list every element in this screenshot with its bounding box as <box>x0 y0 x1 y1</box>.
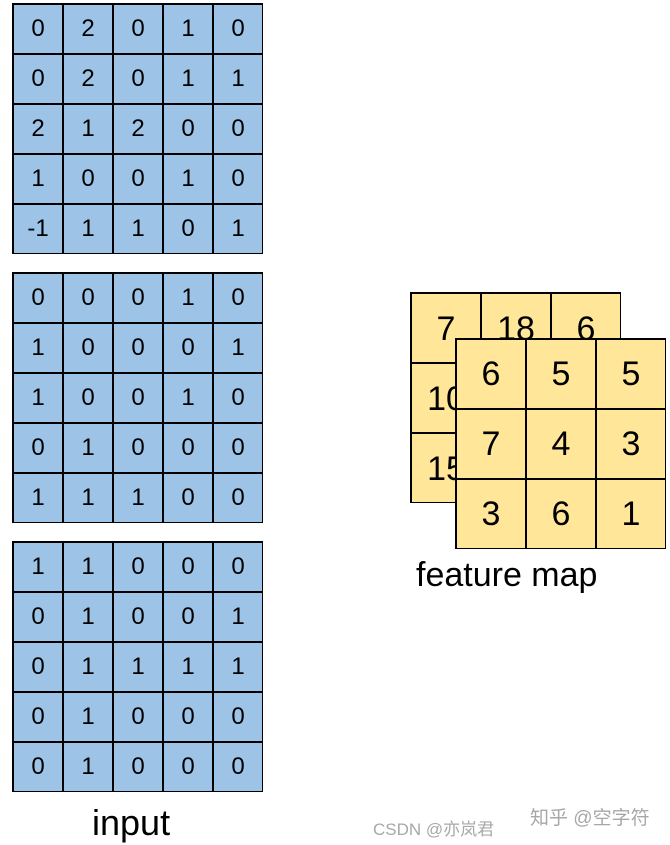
input-cell: 1 <box>163 154 213 204</box>
input-cell: 0 <box>13 273 63 323</box>
input-cell: 0 <box>63 273 113 323</box>
input-cell: 0 <box>113 423 163 473</box>
input-cell: 1 <box>63 642 113 692</box>
input-cell: 0 <box>213 742 263 792</box>
input-cell: 1 <box>163 54 213 104</box>
input-cell: 0 <box>13 423 63 473</box>
input-cell: 0 <box>113 692 163 742</box>
feature-map-label: feature map <box>416 556 598 594</box>
input-cell: 0 <box>163 542 213 592</box>
csdn-watermark: CSDN @亦岚君 <box>373 820 495 839</box>
input-cell: 0 <box>13 54 63 104</box>
input-cell: 1 <box>163 642 213 692</box>
input-label: input <box>92 802 171 843</box>
input-cell: 1 <box>213 323 263 373</box>
feature-map-cell: 6 <box>456 339 526 409</box>
input-cell: 0 <box>63 373 113 423</box>
input-cell: 0 <box>163 742 213 792</box>
input-cell: 0 <box>213 273 263 323</box>
feature-map-cell: 7 <box>456 409 526 479</box>
input-cell: 1 <box>13 473 63 523</box>
input-cell: 0 <box>13 742 63 792</box>
input-cell: -1 <box>13 204 63 254</box>
input-cell: 0 <box>213 4 263 54</box>
input-cell: 0 <box>163 104 213 154</box>
input-cell: 0 <box>213 154 263 204</box>
input-cell: 0 <box>163 323 213 373</box>
input-cell: 2 <box>63 54 113 104</box>
input-cell: 1 <box>163 4 213 54</box>
input-cell: 2 <box>63 4 113 54</box>
input-cell: 0 <box>13 642 63 692</box>
input-cell: 1 <box>63 204 113 254</box>
input-cell: 0 <box>113 273 163 323</box>
input-cell: 0 <box>113 542 163 592</box>
input-cell: 0 <box>163 692 213 742</box>
feature-map-cell: 3 <box>456 479 526 549</box>
input-cell: 0 <box>113 154 163 204</box>
input-cell: 0 <box>113 373 163 423</box>
input-cell: 1 <box>213 54 263 104</box>
input-cell: 1 <box>63 592 113 642</box>
input-cell: 0 <box>213 104 263 154</box>
input-cell: 0 <box>213 542 263 592</box>
input-cell: 0 <box>113 4 163 54</box>
input-cell: 0 <box>13 592 63 642</box>
input-cell: 2 <box>13 104 63 154</box>
input-cell: 0 <box>113 592 163 642</box>
input-cell: 0 <box>63 323 113 373</box>
input-cell: 1 <box>63 692 113 742</box>
feature-map-cell: 4 <box>526 409 596 479</box>
input-cell: 0 <box>213 423 263 473</box>
input-cell: 0 <box>213 473 263 523</box>
input-cell: 0 <box>113 323 163 373</box>
feature-map-cell: 3 <box>596 409 666 479</box>
input-cell: 0 <box>163 423 213 473</box>
input-cell: 0 <box>163 473 213 523</box>
input-cell: 0 <box>13 692 63 742</box>
input-cell: 1 <box>213 204 263 254</box>
feature-map-cell: 5 <box>596 339 666 409</box>
input-cell: 1 <box>63 742 113 792</box>
input-cell: 0 <box>213 692 263 742</box>
input-cell: 0 <box>113 54 163 104</box>
input-cell: 0 <box>13 4 63 54</box>
input-cell: 1 <box>113 204 163 254</box>
input-cell: 1 <box>13 542 63 592</box>
feature-map-cell: 5 <box>526 339 596 409</box>
zhihu-watermark: 知乎 @空字符 <box>530 808 650 829</box>
input-cell: 1 <box>63 423 113 473</box>
input-cell: 0 <box>163 592 213 642</box>
input-cell: 1 <box>63 542 113 592</box>
input-cell: 1 <box>213 642 263 692</box>
input-cell: 1 <box>63 473 113 523</box>
input-cell: 1 <box>13 154 63 204</box>
input-cell: 1 <box>113 473 163 523</box>
input-cell: 0 <box>113 742 163 792</box>
input-cell: 1 <box>113 642 163 692</box>
feature-map-cell: 6 <box>526 479 596 549</box>
input-cell: 0 <box>213 373 263 423</box>
input-cell: 1 <box>163 273 213 323</box>
input-cell: 1 <box>163 373 213 423</box>
input-cell: 1 <box>13 373 63 423</box>
input-cell: 1 <box>213 592 263 642</box>
input-cell: 2 <box>113 104 163 154</box>
input-cell: 1 <box>63 104 113 154</box>
input-cell: 0 <box>63 154 113 204</box>
input-cell: 1 <box>13 323 63 373</box>
feature-map-cell: 1 <box>596 479 666 549</box>
input-cell: 0 <box>163 204 213 254</box>
